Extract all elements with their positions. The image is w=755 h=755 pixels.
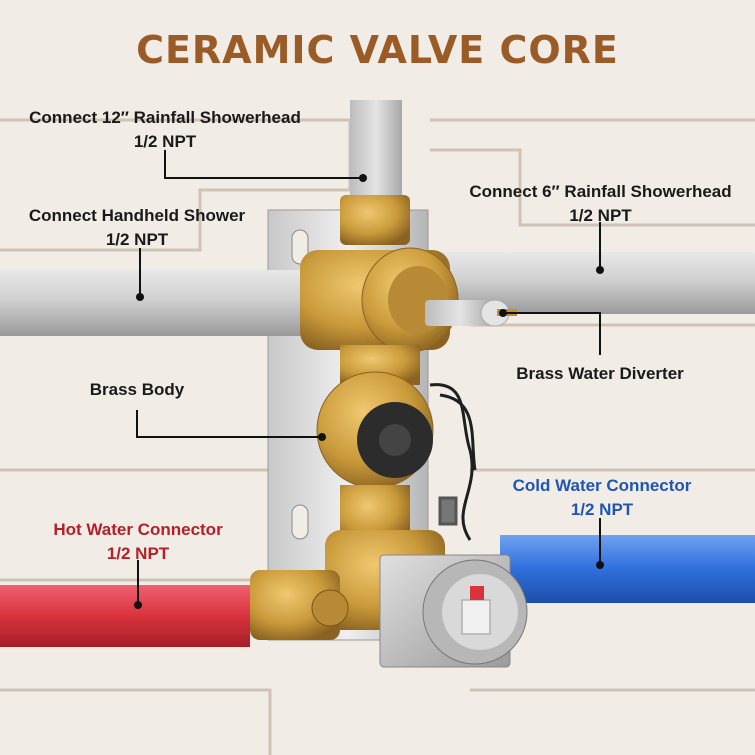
- callout-12in-line2: 1/2 NPT: [133, 132, 197, 151]
- callout-cold-connector: Cold Water Connector 1/2 NPT: [497, 474, 707, 522]
- brass-diverter: [425, 299, 517, 327]
- callout-body-line1: Brass Body: [89, 380, 185, 399]
- pipe-handheld: [0, 270, 320, 336]
- callout-handheld-line2: 1/2 NPT: [105, 230, 169, 249]
- callout-handheld-line1: Connect Handheld Shower: [28, 206, 246, 225]
- cable-icon: [429, 383, 477, 541]
- pipe-cold: [500, 535, 755, 603]
- callout-cold-line2: 1/2 NPT: [570, 500, 634, 519]
- callout-hot-connector: Hot Water Connector 1/2 NPT: [38, 518, 238, 566]
- callout-cold-line1: Cold Water Connector: [512, 476, 692, 495]
- callout-hot-line1: Hot Water Connector: [53, 520, 223, 539]
- callout-brass-body: Brass Body: [82, 378, 192, 402]
- callout-hot-line2: 1/2 NPT: [106, 544, 170, 563]
- callout-12in-showerhead: Connect 12″ Rainfall Showerhead 1/2 NPT: [15, 106, 315, 154]
- page-title: CERAMIC VALVE CORE: [136, 28, 619, 72]
- callout-12in-line1: Connect 12″ Rainfall Showerhead: [29, 108, 301, 127]
- callout-6in-line2: 1/2 NPT: [569, 206, 632, 225]
- pipe-hot: [0, 585, 250, 647]
- callout-6in-line1: Connect 6″ Rainfall Showerhead: [469, 182, 732, 201]
- leader-dots: [134, 174, 604, 609]
- callout-6in-showerhead: Connect 6″ Rainfall Showerhead 1/2 NPT: [453, 180, 748, 228]
- callout-brass-diverter: Brass Water Diverter: [505, 362, 695, 386]
- brass-body: [250, 195, 459, 640]
- callout-handheld-shower: Connect Handheld Shower 1/2 NPT: [12, 204, 262, 252]
- trim-cap-icon: [379, 554, 528, 668]
- callout-diverter-line1: Brass Water Diverter: [516, 364, 684, 383]
- leader-lines: [136, 150, 601, 605]
